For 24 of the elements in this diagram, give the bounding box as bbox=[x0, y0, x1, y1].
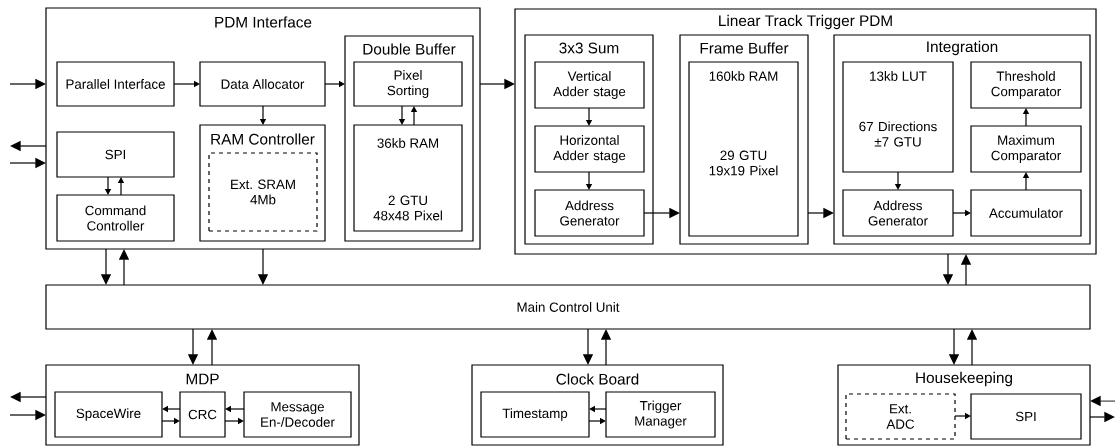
function-box: Address Generator bbox=[534, 189, 645, 237]
function-box: Trigger Manager bbox=[605, 391, 716, 438]
function-box: Message En-/Decoder bbox=[243, 391, 352, 438]
function-box: Accumulator bbox=[970, 189, 1082, 237]
external-component-box: Ext. ADC bbox=[845, 393, 956, 440]
function-box: Parallel Interface bbox=[56, 61, 175, 107]
function-box: Threshold Comparator bbox=[970, 61, 1082, 109]
function-box: Address Generator bbox=[842, 189, 954, 237]
function-box: Command Controller bbox=[56, 194, 175, 242]
function-box: Vertical Adder stage bbox=[534, 61, 645, 109]
function-box: Maximum Comparator bbox=[970, 125, 1082, 173]
function-box: Horizontal Adder stage bbox=[534, 125, 645, 173]
function-box: 36kb RAM 2 GTU 48x48 Pixel bbox=[353, 124, 463, 232]
function-box: SpaceWire bbox=[54, 391, 163, 438]
external-component-box: Ext. SRAM 4Mb bbox=[208, 152, 318, 232]
function-box: 13kb LUT 67 Directions ±7 GTU bbox=[842, 61, 954, 173]
function-box: Pixel Sorting bbox=[353, 61, 463, 107]
function-box: SPI bbox=[56, 131, 175, 178]
function-box: CRC bbox=[179, 391, 226, 438]
control-unit-bar: Main Control Unit bbox=[45, 284, 1091, 330]
function-box: 160kb RAM 29 GTU 19x19 Pixel bbox=[688, 61, 799, 237]
function-box: SPI bbox=[970, 393, 1082, 440]
function-box: Data Allocator bbox=[199, 61, 326, 107]
function-box: Timestamp bbox=[480, 391, 590, 438]
